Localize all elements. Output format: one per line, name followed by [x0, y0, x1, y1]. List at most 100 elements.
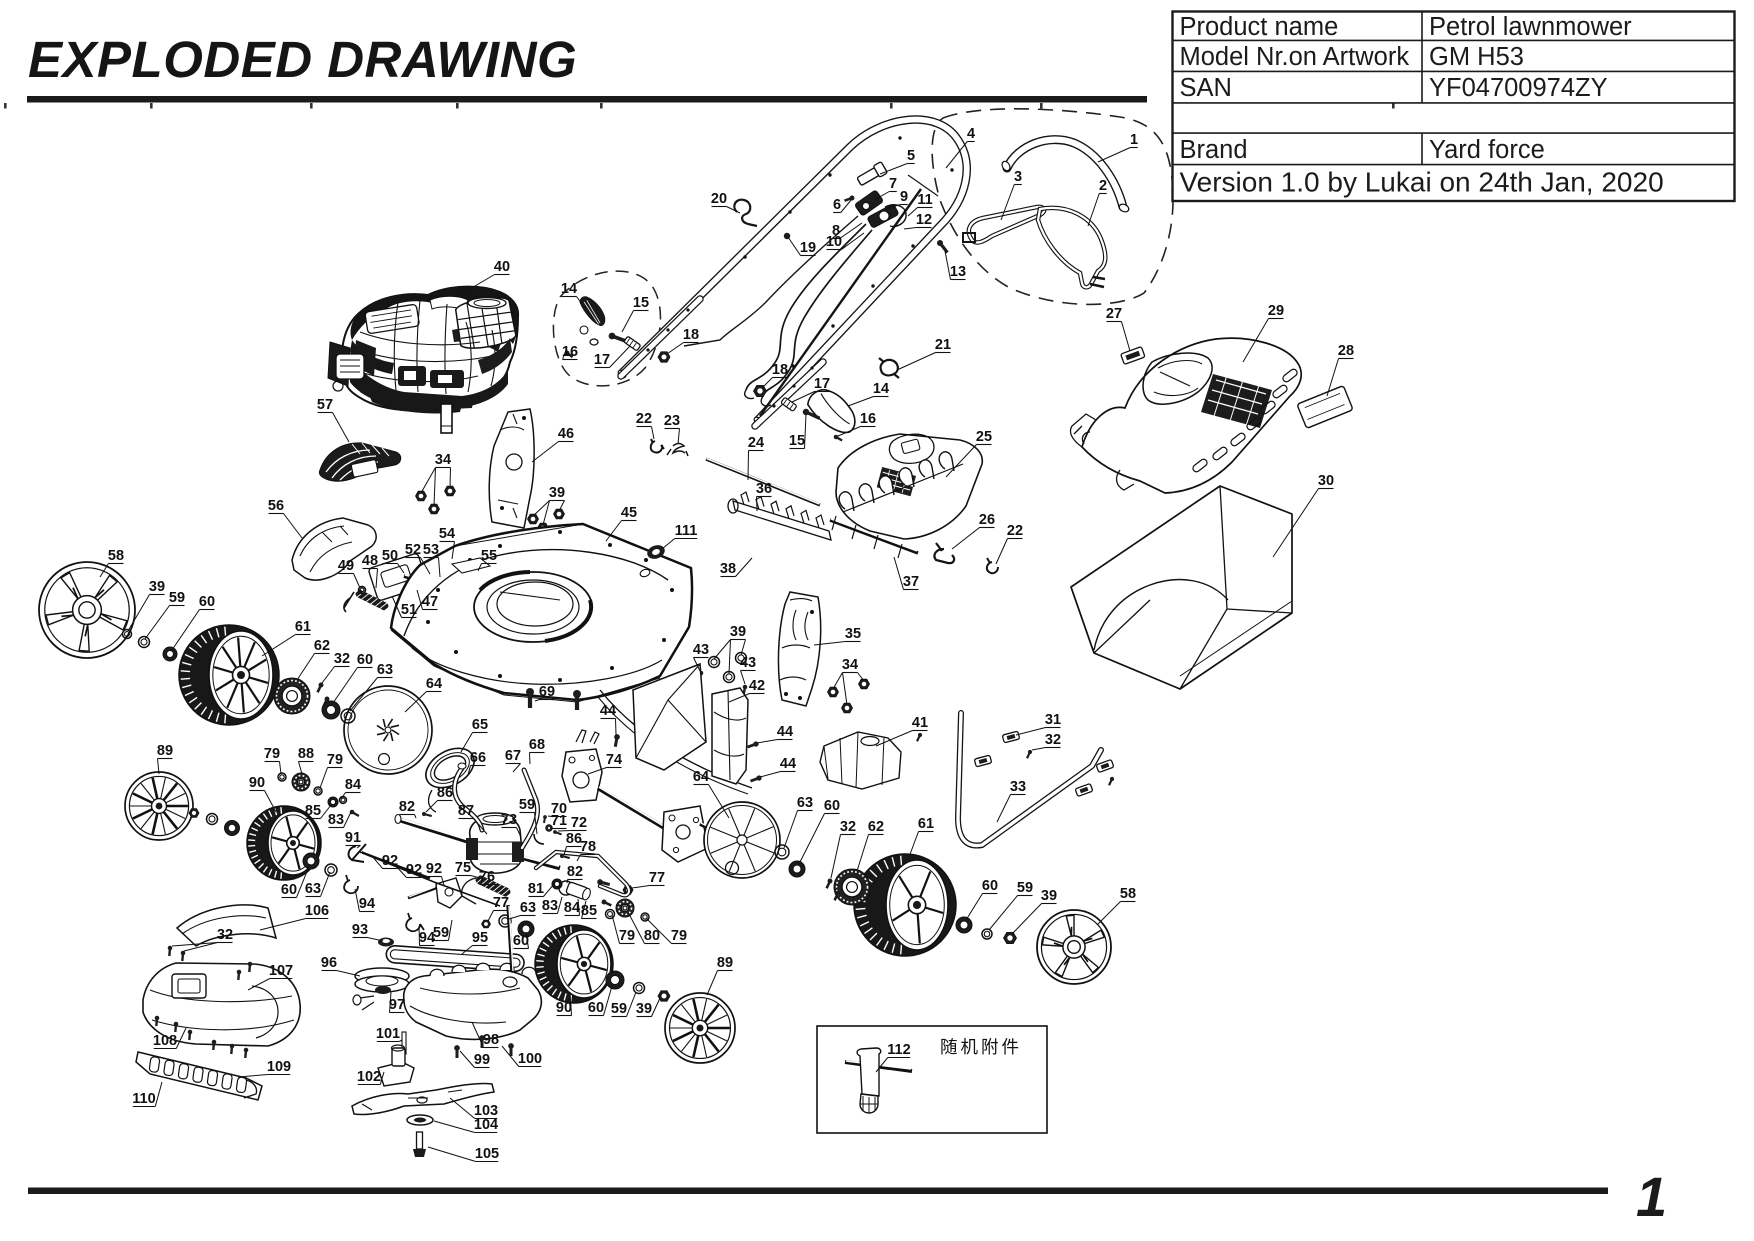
- svg-text:64: 64: [693, 769, 709, 785]
- svg-text:38: 38: [720, 561, 736, 577]
- svg-text:27: 27: [1106, 306, 1122, 322]
- svg-text:82: 82: [399, 799, 415, 815]
- svg-text:109: 109: [267, 1059, 291, 1075]
- svg-text:23: 23: [664, 413, 680, 429]
- svg-text:EXPLODED DRAWING: EXPLODED DRAWING: [28, 31, 577, 88]
- svg-text:84: 84: [564, 900, 580, 916]
- svg-text:29: 29: [1268, 303, 1284, 319]
- svg-text:37: 37: [903, 574, 919, 590]
- svg-text:61: 61: [918, 816, 934, 832]
- svg-text:3: 3: [1014, 169, 1022, 185]
- svg-text:108: 108: [153, 1033, 177, 1049]
- svg-text:92: 92: [426, 861, 442, 877]
- svg-text:63: 63: [520, 900, 536, 916]
- svg-text:32: 32: [217, 927, 233, 943]
- svg-text:2: 2: [1099, 178, 1107, 194]
- svg-text:105: 105: [475, 1146, 499, 1162]
- svg-text:106: 106: [305, 903, 329, 919]
- svg-text:79: 79: [671, 928, 687, 944]
- svg-text:Yard force: Yard force: [1429, 136, 1545, 164]
- svg-text:104: 104: [474, 1117, 498, 1133]
- svg-text:72: 72: [571, 815, 587, 831]
- svg-text:71: 71: [551, 813, 567, 829]
- svg-text:9: 9: [900, 189, 908, 205]
- svg-text:5: 5: [907, 148, 915, 164]
- svg-text:7: 7: [889, 176, 897, 192]
- svg-text:22: 22: [1007, 523, 1023, 539]
- svg-text:63: 63: [377, 662, 393, 678]
- svg-text:47: 47: [422, 594, 438, 610]
- svg-text:75: 75: [455, 860, 471, 876]
- svg-text:44: 44: [780, 756, 796, 772]
- svg-text:11: 11: [917, 192, 932, 208]
- svg-text:31: 31: [1045, 712, 1061, 728]
- svg-text:20: 20: [711, 191, 727, 207]
- svg-text:79: 79: [327, 752, 343, 768]
- svg-text:34: 34: [435, 452, 451, 468]
- svg-text:4: 4: [967, 126, 975, 142]
- svg-text:69: 69: [539, 684, 555, 700]
- svg-text:8: 8: [832, 223, 840, 239]
- svg-text:93: 93: [352, 922, 368, 938]
- svg-text:15: 15: [789, 433, 805, 449]
- svg-text:49: 49: [338, 558, 354, 574]
- svg-text:15: 15: [633, 295, 649, 311]
- svg-text:80: 80: [644, 928, 660, 944]
- svg-text:48: 48: [362, 553, 378, 569]
- svg-text:84: 84: [345, 777, 361, 793]
- svg-text:GM H53: GM H53: [1429, 43, 1524, 71]
- svg-text:16: 16: [562, 344, 578, 360]
- svg-text:26: 26: [979, 512, 995, 528]
- svg-text:59: 59: [519, 797, 535, 813]
- svg-text:YF04700974ZY: YF04700974ZY: [1429, 74, 1608, 102]
- svg-text:68: 68: [529, 737, 545, 753]
- svg-text:86: 86: [566, 831, 582, 847]
- svg-text:33: 33: [1010, 779, 1026, 795]
- svg-text:54: 54: [439, 526, 455, 542]
- svg-text:14: 14: [561, 281, 577, 297]
- svg-text:87: 87: [458, 803, 474, 819]
- svg-text:56: 56: [268, 498, 284, 514]
- svg-text:59: 59: [611, 1001, 627, 1017]
- svg-text:57: 57: [317, 397, 333, 413]
- svg-text:77: 77: [493, 895, 509, 911]
- svg-text:40: 40: [494, 259, 510, 275]
- svg-text:74: 74: [606, 752, 622, 768]
- svg-text:59: 59: [169, 590, 185, 606]
- svg-text:98: 98: [483, 1032, 499, 1048]
- svg-text:Model Nr.on Artwork: Model Nr.on Artwork: [1180, 43, 1410, 71]
- svg-text:112: 112: [887, 1042, 910, 1058]
- svg-text:32: 32: [840, 819, 856, 835]
- svg-text:66: 66: [470, 750, 486, 766]
- svg-text:24: 24: [748, 435, 764, 451]
- svg-text:97: 97: [389, 997, 405, 1013]
- svg-text:92: 92: [406, 862, 422, 878]
- svg-text:94: 94: [359, 896, 375, 912]
- svg-text:21: 21: [935, 337, 951, 353]
- svg-text:17: 17: [814, 376, 830, 392]
- svg-text:76: 76: [479, 869, 495, 885]
- svg-text:19: 19: [800, 240, 816, 256]
- svg-text:102: 102: [357, 1069, 381, 1085]
- svg-text:79: 79: [264, 746, 280, 762]
- svg-text:42: 42: [749, 678, 765, 694]
- svg-text:83: 83: [542, 898, 558, 914]
- svg-text:88: 88: [298, 746, 314, 762]
- svg-text:46: 46: [558, 426, 574, 442]
- svg-text:60: 60: [824, 798, 840, 814]
- svg-text:101: 101: [376, 1026, 400, 1042]
- svg-text:86: 86: [437, 785, 453, 801]
- svg-text:18: 18: [683, 327, 699, 343]
- svg-text:Petrol lawnmower: Petrol lawnmower: [1429, 13, 1632, 41]
- svg-text:Version 1.0 by Lukai on 24th J: Version 1.0 by Lukai on 24th Jan, 2020: [1180, 167, 1664, 198]
- svg-text:13: 13: [950, 264, 966, 280]
- svg-text:55: 55: [481, 548, 497, 564]
- svg-text:89: 89: [157, 743, 173, 759]
- svg-text:36: 36: [756, 481, 772, 497]
- svg-text:90: 90: [249, 775, 265, 791]
- svg-text:59: 59: [1017, 880, 1033, 896]
- svg-text:70: 70: [551, 801, 567, 817]
- svg-text:62: 62: [868, 819, 884, 835]
- svg-text:39: 39: [149, 579, 165, 595]
- svg-text:16: 16: [860, 411, 876, 427]
